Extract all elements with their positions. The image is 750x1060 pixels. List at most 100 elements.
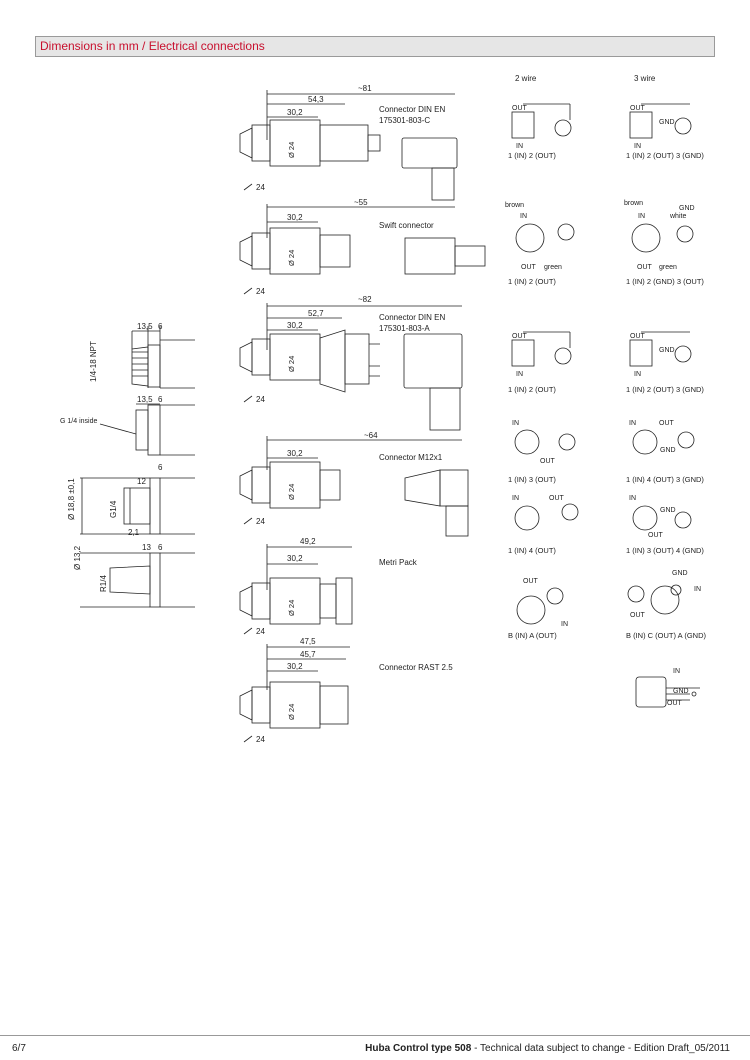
s5-dia: Ø 24 [287, 600, 296, 616]
col-3wire: 3 wire [634, 74, 656, 83]
w10-text: 1 (IN) 3 (OUT) 4 (GND) [626, 546, 704, 555]
section-title: Dimensions in mm / Electrical connection… [40, 39, 265, 53]
s3-mid: 52,7 [308, 309, 324, 318]
page-number: 6/7 [12, 1043, 26, 1054]
w13-out: OUT [667, 700, 683, 707]
w1-in: IN [516, 143, 523, 150]
footer-edition: Draft_05/2011 [667, 1043, 730, 1054]
s5-total: 49,2 [300, 537, 316, 546]
w9-in: IN [512, 495, 519, 502]
wiring-din-a-2w: OUT IN 1 (IN) 2 (OUT) [508, 331, 572, 394]
w3-brown: brown [505, 202, 524, 209]
w3-text: 1 (IN) 2 (OUT) [508, 277, 556, 286]
w13-gnd: GND [673, 688, 689, 695]
w8-in: IN [629, 420, 636, 427]
g14i-label: G 1/4 inside [60, 418, 97, 425]
w8-text: 1 (IN) 4 (OUT) 3 (GND) [626, 475, 704, 484]
s4-dia: Ø 24 [287, 484, 296, 500]
w6-out: OUT [630, 333, 646, 340]
wiring-din-c-2w: OUT IN 1 (IN) 2 (OUT) [508, 103, 572, 160]
r14-thread: R1/4 [99, 575, 108, 592]
w1-out: OUT [512, 105, 528, 112]
w10-in: IN [629, 495, 636, 502]
w4-brown: brown [624, 200, 643, 207]
w12-in: IN [694, 586, 701, 593]
col-2wire: 2 wire [515, 74, 537, 83]
g14-dim-c: 2,1 [128, 528, 140, 537]
fitting-g14: Ø 18,8 ±0,1 G1/4 12 6 2,1 [67, 463, 195, 537]
s3-hex: 24 [256, 395, 265, 404]
w7-in: IN [512, 420, 519, 427]
r14-dim-a: 13 [142, 543, 151, 552]
w12-text: B (IN) C (OUT) A (GND) [626, 631, 706, 640]
s5-connector: Metri Pack [379, 558, 418, 567]
w12-gnd: GND [672, 570, 688, 577]
w11-text: B (IN) A (OUT) [508, 631, 557, 640]
s3-connector: Connector DIN EN [379, 313, 445, 322]
footer-body: - Technical data subject to change - Edi… [471, 1043, 668, 1054]
s1-connector2: 175301-803-C [379, 116, 430, 125]
fitting-npt: 13,5 6 1/4-18 NPT [89, 322, 195, 389]
s3-total: ~82 [358, 295, 372, 304]
w12-out: OUT [630, 612, 646, 619]
w3-in: IN [520, 213, 527, 220]
w2-out: OUT [630, 105, 646, 112]
s2-body: 30,2 [287, 213, 303, 222]
s3-connector2: 175301-803-A [379, 324, 430, 333]
s6-dia: Ø 24 [287, 704, 296, 720]
s4-total: ~64 [364, 431, 378, 440]
wiring-m12-a-2w: IN OUT 1 (IN) 3 (OUT) [508, 420, 576, 484]
s6-hex: 24 [256, 735, 265, 744]
w11-out: OUT [523, 578, 539, 585]
s2-dia: Ø 24 [287, 250, 296, 266]
s1-mid: 54,3 [308, 95, 324, 104]
r14-dia: Ø 13,2 [73, 545, 82, 570]
npt-dim-b: 6 [158, 322, 163, 331]
w7-text: 1 (IN) 3 (OUT) [508, 475, 556, 484]
w4-gnd: GND [679, 205, 695, 212]
wiring-din-c-3w: OUT GND IN 1 (IN) 2 (OUT) 3 (GND) [626, 103, 704, 160]
g14i-dim-b: 6 [158, 395, 163, 404]
wiring-rast: IN GND OUT [635, 668, 700, 708]
s1-hex: 24 [256, 183, 265, 192]
s1-body: 30,2 [287, 108, 303, 117]
w8-out: OUT [659, 420, 675, 427]
w6-text: 1 (IN) 2 (OUT) 3 (GND) [626, 385, 704, 394]
npt-dim-a: 13,5 [137, 322, 153, 331]
npt-thread: 1/4-18 NPT [89, 341, 98, 382]
s1-total: ~81 [358, 84, 372, 93]
sensor-din-c: ~81 54,3 30,2 Ø 24 24 Connector DIN EN 1… [239, 84, 458, 201]
fitting-g14-inside: 13,5 6 G 1/4 inside [60, 395, 195, 456]
w5-in: IN [516, 371, 523, 378]
w11-in: IN [561, 621, 568, 628]
sensor-rast: 47,5 45,7 30,2 Ø 24 24 Connector RAST 2.… [239, 637, 453, 744]
s2-total: ~55 [354, 198, 368, 207]
s6-body: 30,2 [287, 662, 303, 671]
wiring-m12-b-2w: IN OUT 1 (IN) 4 (OUT) [508, 495, 579, 555]
w5-out: OUT [512, 333, 528, 340]
w6-in: IN [634, 371, 641, 378]
w1-text: 1 (IN) 2 (OUT) [508, 151, 556, 160]
w4-text: 1 (IN) 2 (GND) 3 (OUT) [626, 277, 704, 286]
g14-thread: G1/4 [109, 500, 118, 518]
wiring-swift-2w: brown IN OUT green 1 (IN) 2 (OUT) [505, 202, 575, 286]
s3-dia: Ø 24 [287, 356, 296, 372]
fitting-r14: Ø 13,2 R1/4 13 6 [73, 543, 195, 608]
s4-hex: 24 [256, 517, 265, 526]
w10-out: OUT [648, 532, 664, 539]
s2-connector: Swift connector [379, 221, 434, 230]
s5-body: 30,2 [287, 554, 303, 563]
s6-mid: 45,7 [300, 650, 316, 659]
wiring-din-a-3w: OUT GND IN 1 (IN) 2 (OUT) 3 (GND) [626, 331, 704, 394]
s1-dia: Ø 24 [287, 142, 296, 158]
s4-connector: Connector M12x1 [379, 453, 443, 462]
g14-dim-b: 6 [158, 463, 163, 472]
sensor-m12: ~64 30,2 Ø 24 24 Connector M12x1 [239, 431, 469, 537]
w4-out: OUT [637, 264, 653, 271]
w6-gnd: GND [659, 347, 675, 354]
w3-green: green [544, 264, 562, 271]
r14-dim-b: 6 [158, 543, 163, 552]
w9-out: OUT [549, 495, 565, 502]
footer-divider [0, 1035, 750, 1036]
s5-hex: 24 [256, 627, 265, 636]
